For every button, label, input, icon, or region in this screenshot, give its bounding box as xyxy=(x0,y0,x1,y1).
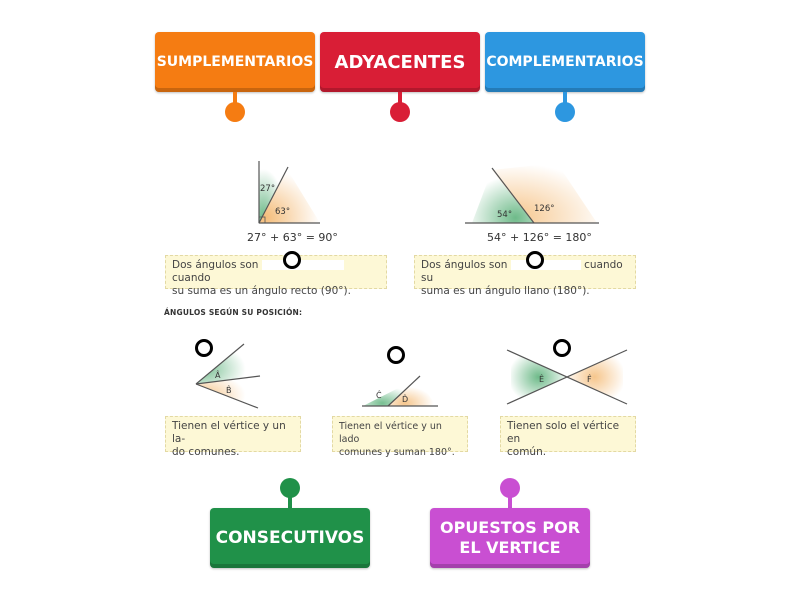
adjacent-angles-diagram: Ĉ D̂ xyxy=(362,375,438,407)
consecutivos-pin-stem xyxy=(288,496,292,509)
opuestos-pin-stem xyxy=(508,496,512,509)
consecutive-angles-diagram: Â B̂ xyxy=(195,343,261,409)
complementary-equation: 27° + 63° = 90° xyxy=(247,231,338,244)
angle-63-label: 63° xyxy=(275,207,290,217)
adjacent-text-line2: comunes y suman 180°. xyxy=(339,447,455,458)
adyacentes-tile[interactable]: ADYACENTES xyxy=(320,32,480,92)
section-title: ÁNGULOS SEGÚN SU POSICIÓN: xyxy=(164,308,303,317)
complementary-text-part2: cuando xyxy=(172,272,211,284)
angle-b-label: B̂ xyxy=(226,385,232,395)
supplementary-angle-diagram: 54° 126° xyxy=(465,163,599,224)
drop-target-supplementary[interactable] xyxy=(526,251,544,269)
opuestos-label-line1: OPUESTOS POR xyxy=(439,518,581,537)
consecutive-definition-box: Tienen el vértice y un la- do comunes. xyxy=(165,416,301,458)
supplementary-definition-box: Dos ángulos son cuando su suma es un áng… xyxy=(414,255,636,297)
angle-c-label: Ĉ xyxy=(376,389,382,400)
supplementary-text-part1: Dos ángulos son xyxy=(421,259,508,271)
adjacent-text-line1: Tienen el vértice y un lado xyxy=(339,421,442,445)
complementary-angle-diagram: 27° 63° xyxy=(258,161,320,224)
suplementarios-label: SUMPLEMENTARIOS xyxy=(156,54,314,70)
drop-target-adjacent[interactable] xyxy=(387,346,405,364)
supplementary-blank xyxy=(510,260,581,270)
opposite-text-line2: común. xyxy=(507,446,547,458)
complementary-text-part1: Dos ángulos son xyxy=(172,259,259,271)
opuestos-label-line2: EL VERTICE xyxy=(459,538,561,557)
angle-27-label: 27° xyxy=(260,184,275,194)
suplementarios-pin[interactable] xyxy=(225,102,245,122)
consecutivos-tile[interactable]: CONSECUTIVOS xyxy=(210,508,370,568)
opposite-text-line1: Tienen solo el vértice en xyxy=(507,420,620,445)
angle-f-label: F̂ xyxy=(587,374,592,384)
supplementary-equation: 54° + 126° = 180° xyxy=(487,231,592,244)
complementary-text-line2: su suma es un ángulo recto (90°). xyxy=(172,285,351,297)
complementarios-label: COMPLEMENTARIOS xyxy=(486,54,644,70)
adyacentes-label: ADYACENTES xyxy=(334,51,466,73)
complementarios-tile[interactable]: COMPLEMENTARIOS xyxy=(485,32,645,92)
angle-54-label: 54° xyxy=(497,210,512,220)
supplementary-text-part2: cuando su xyxy=(421,259,623,284)
angle-d-label: D̂ xyxy=(402,394,408,404)
supplementary-text-line2: suma es un ángulo llano (180°). xyxy=(421,285,590,297)
drop-target-complementary[interactable] xyxy=(283,251,301,269)
consecutivos-label: CONSECUTIVOS xyxy=(215,528,365,548)
complementarios-pin[interactable] xyxy=(555,102,575,122)
consecutivos-pin[interactable] xyxy=(280,478,300,498)
suplementarios-tile[interactable]: SUMPLEMENTARIOS xyxy=(155,32,315,92)
drop-target-consecutive[interactable] xyxy=(195,339,213,357)
adjacent-definition-box: Tienen el vértice y un lado comunes y su… xyxy=(332,416,468,458)
consecutive-text-line1: Tienen el vértice y un la- xyxy=(172,420,286,445)
angle-126-label: 126° xyxy=(534,204,554,214)
complementary-definition-box: Dos ángulos son cuando su suma es un áng… xyxy=(165,255,387,297)
consecutive-text-line2: do comunes. xyxy=(172,446,240,458)
opposite-definition-box: Tienen solo el vértice en común. xyxy=(500,416,636,458)
angle-a-label: Â xyxy=(215,369,221,380)
angle-e-label: Ê xyxy=(539,373,544,384)
suplementarios-pin-stem xyxy=(233,92,237,104)
drop-target-opposite[interactable] xyxy=(553,339,571,357)
adyacentes-pin-stem xyxy=(398,92,402,104)
opuestos-tile[interactable]: OPUESTOS POR EL VERTICE xyxy=(430,508,590,568)
opposite-angles-diagram: Ê F̂ xyxy=(506,349,628,405)
complementarios-pin-stem xyxy=(563,92,567,104)
adyacentes-pin[interactable] xyxy=(390,102,410,122)
complementary-blank xyxy=(261,260,344,270)
opuestos-pin[interactable] xyxy=(500,478,520,498)
